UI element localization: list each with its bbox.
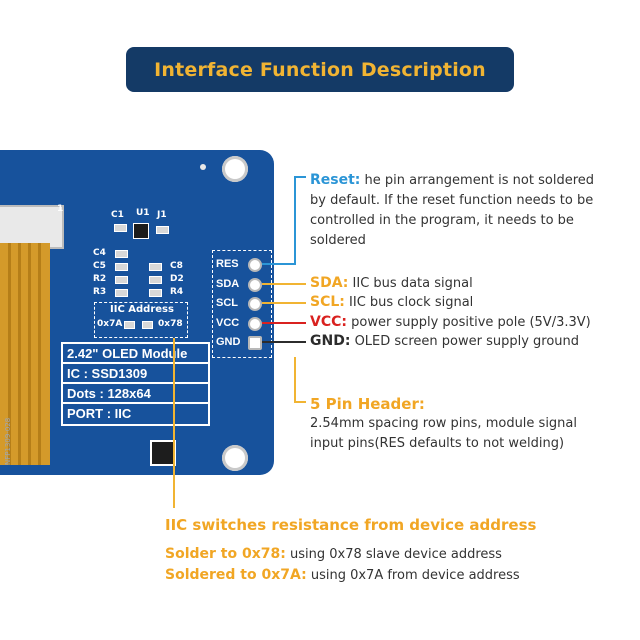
pin-label-scl: SCL <box>216 297 238 309</box>
capacitor-c5 <box>115 263 128 271</box>
via-dot <box>200 164 206 170</box>
resistor-r2 <box>115 276 128 284</box>
reset-callout: Reset: he pin arrangement is not soldere… <box>310 170 594 251</box>
pin-sda <box>248 278 262 292</box>
fpc-ribbon-cable <box>0 243 50 465</box>
silk-r2: R2 <box>93 274 107 284</box>
silk-c4: C4 <box>93 248 106 258</box>
solder-0x78-text: using 0x78 slave device address <box>289 547 502 562</box>
diode-d2 <box>149 276 162 284</box>
reset-text-2: by default. If the reset function needs … <box>310 193 594 208</box>
reset-line-v <box>294 176 296 264</box>
sda-text: IIC bus data signal <box>352 276 473 291</box>
gnd-callout: GND: OLED screen power supply ground <box>310 333 579 349</box>
scl-text: IIC bus clock signal <box>349 295 474 310</box>
solder-0x7a-label: Soldered to 0x7A: <box>165 567 307 583</box>
header-label: 5 Pin Header: <box>310 395 425 413</box>
iic-heading: IIC switches resistance from device addr… <box>165 516 537 534</box>
header-callout: 5 Pin Header: 2.54mm spacing row pins, m… <box>310 394 577 454</box>
capacitor-c1 <box>114 224 127 232</box>
info-row-ic: IC : SSD1309 <box>63 364 208 384</box>
silk-c8: C8 <box>170 261 183 271</box>
iic-0x7a-line: Soldered to 0x7A: using 0x7A from device… <box>165 567 520 583</box>
reset-line-pin <box>262 263 296 265</box>
header-text-1: 2.54mm spacing row pins, module signal <box>310 416 578 431</box>
iic-address-jumper <box>94 302 188 338</box>
ic-u1 <box>133 223 149 239</box>
silk-c1: C1 <box>111 210 124 220</box>
title-banner: Interface Function Description <box>126 47 514 92</box>
pin-gnd <box>248 336 262 350</box>
solder-0x78-label: Solder to 0x78: <box>165 546 286 562</box>
pin-vcc <box>248 317 262 331</box>
reset-text-4: soldered <box>310 233 366 248</box>
iic-address-title: IIC Address <box>110 304 174 315</box>
resistor-r3 <box>115 289 128 297</box>
pin-label-sda: SDA <box>216 278 240 290</box>
capacitor-c8 <box>149 263 162 271</box>
page-title: Interface Function Description <box>154 58 486 81</box>
gnd-label: GND: <box>310 333 351 349</box>
sda-callout: SDA: IIC bus data signal <box>310 275 473 291</box>
reset-text-3: controlled in the program, it needs to b… <box>310 213 574 228</box>
reset-text-1: he pin arrangement is not soldered <box>364 173 595 188</box>
iic-0x78-line: Solder to 0x78: using 0x78 slave device … <box>165 546 502 562</box>
mount-hole-bottom <box>222 445 248 471</box>
iic-address-0x7a: 0x7A <box>97 319 123 329</box>
silk-c5: C5 <box>93 261 106 271</box>
vcc-callout: VCC: power supply positive pole (5V/3.3V… <box>310 314 591 330</box>
address-pad-right <box>142 321 153 329</box>
solder-0x7a-text: using 0x7A from device address <box>310 568 520 583</box>
iic-address-0x78: 0x78 <box>158 319 183 329</box>
capacitor-c4 <box>115 250 128 258</box>
pin-label-res: RES <box>216 258 239 270</box>
bottom-component <box>150 440 176 466</box>
silk-u1: U1 <box>136 208 150 218</box>
header-text-2: input pins(RES defaults to not welding) <box>310 436 565 451</box>
silk-j1: J1 <box>157 210 167 220</box>
vcc-label: VCC: <box>310 314 347 330</box>
module-info-box: 2.42" OLED Module IC : SSD1309 Dots : 12… <box>61 342 210 426</box>
pin-scl <box>248 297 262 311</box>
sda-label: SDA: <box>310 275 349 291</box>
header-line-h <box>294 401 306 403</box>
scl-line <box>262 302 306 304</box>
pin-res <box>248 258 262 272</box>
reset-line-h <box>294 176 306 178</box>
silk-r4: R4 <box>170 287 184 297</box>
info-row-dots: Dots : 128x64 <box>63 384 208 404</box>
info-row-model: 2.42" OLED Module <box>63 344 208 364</box>
info-row-port: PORT : IIC <box>67 406 132 421</box>
reset-label: Reset: <box>310 172 361 188</box>
gnd-text: OLED screen power supply ground <box>354 334 580 349</box>
silk-r3: R3 <box>93 287 107 297</box>
silk-d2: D2 <box>170 274 184 284</box>
resistor-r4 <box>149 289 162 297</box>
gnd-line <box>262 341 306 343</box>
header-line-v <box>294 357 296 403</box>
vcc-text: power supply positive pole (5V/3.3V) <box>351 315 591 330</box>
jumper-j1 <box>156 226 169 234</box>
iic-line <box>173 338 175 508</box>
pin-label-vcc: VCC <box>216 317 240 329</box>
scl-callout: SCL: IIC bus clock signal <box>310 294 473 310</box>
vcc-line <box>262 322 306 324</box>
address-pad-left <box>124 321 135 329</box>
mount-hole-top <box>222 156 248 182</box>
sda-line <box>262 283 306 285</box>
fpc-part-number: NFP1309-028 <box>4 417 12 465</box>
scl-label: SCL: <box>310 294 345 310</box>
pin-header-box <box>212 250 272 358</box>
pin1-marker: 1 <box>57 204 64 214</box>
pin-label-gnd: GND <box>216 336 241 348</box>
